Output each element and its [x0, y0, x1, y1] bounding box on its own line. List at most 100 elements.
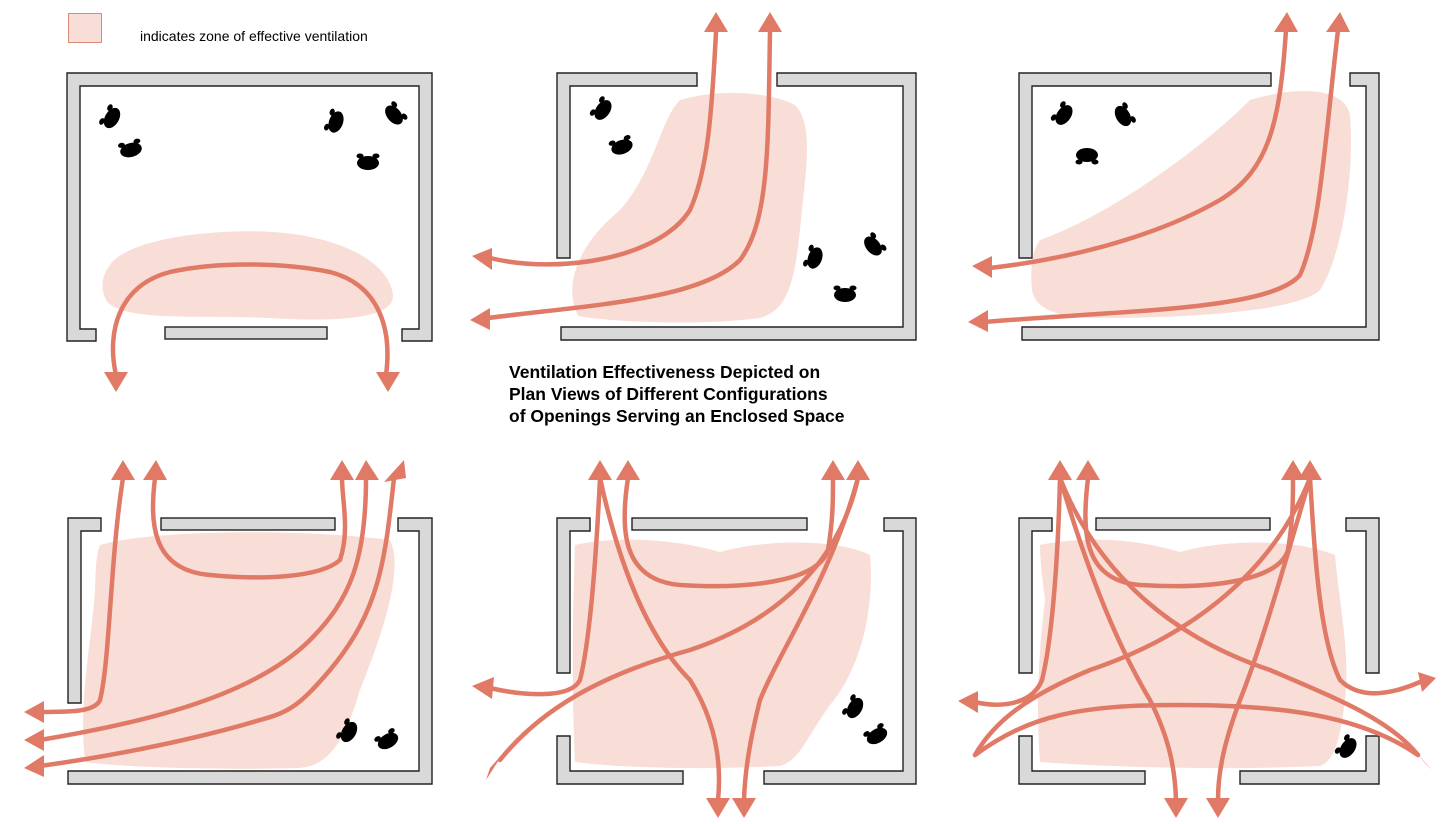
arrowhead — [355, 460, 379, 480]
person-icon — [1111, 101, 1137, 130]
airflow-arrow — [150, 475, 348, 580]
arrowhead — [330, 460, 354, 480]
wall-top-left-segment — [1018, 517, 1053, 674]
wall-top-right-segment — [560, 72, 917, 341]
airflow-arrow — [741, 475, 861, 803]
airflow-arrow — [487, 29, 719, 267]
wall-right-and-bottom — [1021, 72, 1380, 341]
arrowhead — [472, 248, 492, 270]
wall-top-center — [160, 517, 336, 531]
person-icon — [98, 103, 124, 132]
arrowhead — [1164, 798, 1188, 818]
wall-top-center — [1095, 517, 1271, 531]
arrowhead — [143, 460, 167, 480]
wall-top-center — [631, 517, 808, 531]
wall-top-left-segment — [556, 517, 591, 674]
arrowhead — [1206, 798, 1230, 818]
airflow-arrow — [972, 702, 1421, 758]
arrowhead — [472, 677, 494, 699]
arrowhead — [1412, 748, 1432, 770]
arrowhead — [704, 12, 728, 32]
person-icon — [373, 727, 402, 753]
legend-label: indicates zone of effective ventilation — [140, 28, 368, 44]
arrowhead — [821, 460, 845, 480]
wall-top-left-segment — [67, 517, 102, 704]
wall-bottom-left-segment — [556, 735, 684, 785]
arrowhead — [1274, 12, 1298, 32]
ventilation-zone — [1031, 91, 1351, 319]
airflow-arrow — [487, 475, 603, 697]
person-icon — [860, 231, 888, 260]
airflow-arrow — [110, 262, 390, 378]
arrowhead — [1298, 460, 1322, 480]
arrowhead — [706, 798, 730, 818]
airflow-arrow — [1307, 475, 1423, 696]
arrowhead — [958, 691, 978, 713]
arrowhead — [111, 460, 135, 480]
arrowhead — [104, 372, 128, 392]
person-icon — [1049, 100, 1077, 129]
arrowhead — [616, 460, 640, 480]
panel-top-middle — [470, 12, 917, 341]
airflow-arrow — [1057, 475, 1179, 803]
arrowhead — [24, 729, 44, 751]
airflow-arrow — [987, 27, 1289, 271]
arrowhead — [470, 308, 490, 330]
person-icon — [356, 153, 380, 170]
person-icon — [1075, 148, 1099, 165]
wall-bottom-center — [164, 326, 328, 340]
arrowhead — [732, 798, 756, 818]
airflow-arrow — [597, 475, 722, 803]
arrowhead — [24, 701, 44, 723]
airflow-arrow — [37, 475, 126, 715]
wall-right-and-bottom — [67, 517, 433, 785]
wall-top-left-segment — [556, 72, 698, 259]
wall-top-right-segment — [1345, 517, 1380, 674]
airflow-arrow — [37, 475, 369, 743]
panel-bottom-right — [958, 460, 1436, 818]
person-icon — [833, 285, 857, 302]
arrowhead — [24, 755, 44, 777]
panel-bottom-left — [24, 460, 433, 785]
wall-top-left-segment — [1018, 72, 1272, 259]
airflow-arrow — [622, 475, 836, 589]
ventilation-zone — [1037, 539, 1347, 769]
title-line-2: Plan Views of Different Configurations — [509, 384, 828, 404]
person-icon — [841, 693, 867, 722]
airflow-arrow — [1083, 475, 1296, 589]
airflow-arrow — [485, 29, 773, 321]
ventilation-zone — [83, 532, 395, 769]
airflow-arrow — [982, 27, 1341, 325]
person-icon — [381, 100, 409, 129]
diagram-title: Ventilation Effectiveness Depicted on Pl… — [509, 361, 949, 427]
ventilation-zone — [102, 231, 394, 320]
person-icon — [607, 134, 636, 158]
arrowhead — [1076, 460, 1100, 480]
arrowhead — [972, 256, 992, 278]
ventilation-zone — [572, 539, 871, 769]
person-icon — [862, 722, 891, 748]
wall-left-top-right — [66, 72, 433, 342]
arrowhead — [758, 12, 782, 32]
airflow-arrow — [972, 475, 1313, 758]
title-line-3: of Openings Serving an Enclosed Space — [509, 406, 845, 426]
arrowhead — [588, 460, 612, 480]
arrowhead — [384, 460, 406, 482]
legend-swatch — [68, 13, 102, 43]
arrowhead — [1281, 460, 1305, 480]
person-icon — [323, 107, 347, 136]
panel-bottom-middle — [472, 460, 917, 818]
airflow-arrow — [1215, 475, 1313, 803]
airflow-arrow — [497, 475, 861, 763]
person-icon — [117, 137, 144, 160]
arrowhead — [486, 752, 504, 780]
arrowhead — [1048, 460, 1072, 480]
arrowhead — [376, 372, 400, 392]
panel-top-left — [66, 72, 433, 392]
wall-right-segment — [763, 517, 917, 785]
wall-bottom-left-segment — [1018, 735, 1146, 785]
person-icon — [588, 95, 616, 124]
panel-top-right — [968, 12, 1380, 341]
